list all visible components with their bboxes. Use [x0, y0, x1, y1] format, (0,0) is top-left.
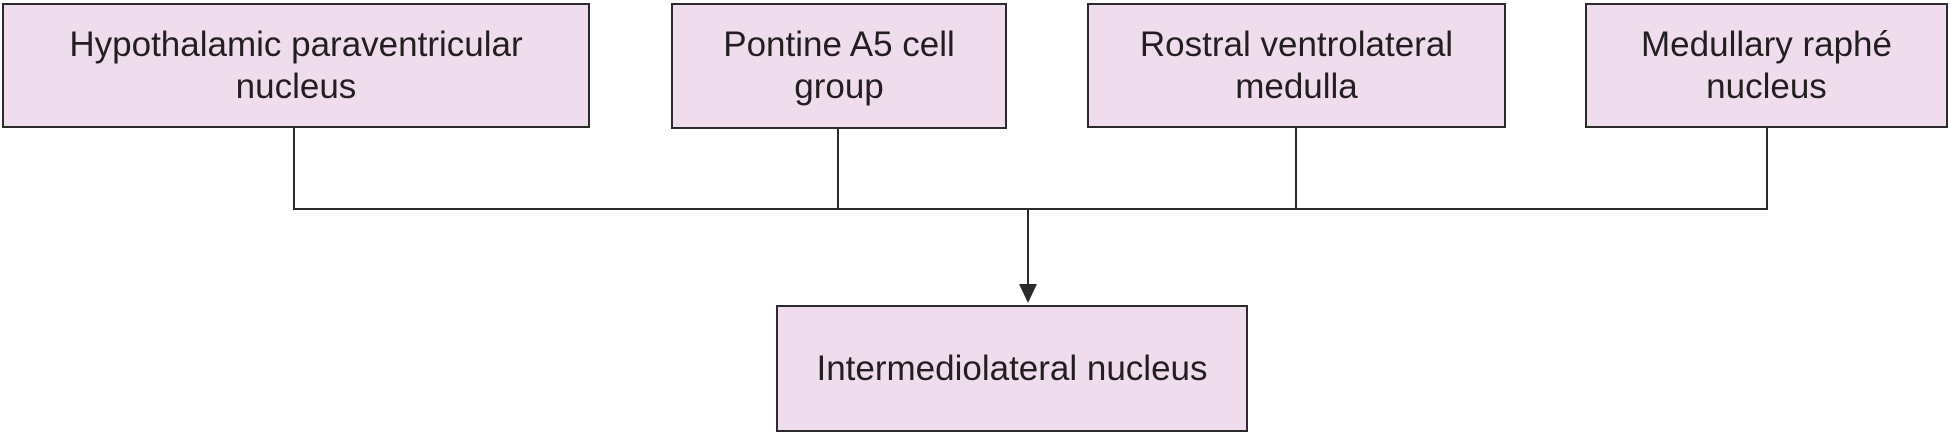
box-pontine-a5-cell-group: Pontine A5 cell group [671, 3, 1007, 129]
box-medullary-raphe-nucleus: Medullary raphé nucleus [1585, 3, 1948, 128]
arrowhead [1019, 284, 1037, 303]
box-label-hypothalamic: Hypothalamic paraventricular nucleus [69, 24, 523, 106]
box-rostral-ventrolateral-medulla: Rostral ventrolateral medulla [1087, 3, 1506, 128]
box-label-pontine: Pontine A5 cell group [723, 25, 955, 106]
box-label-medullary: Medullary raphé nucleus [1641, 24, 1892, 106]
box-intermediolateral-nucleus: Intermediolateral nucleus [776, 305, 1248, 432]
box-label-intermediolateral: Intermediolateral nucleus [816, 348, 1208, 388]
box-label-rostral: Rostral ventrolateral medulla [1139, 24, 1454, 106]
box-hypothalamic-paraventricular-nucleus: Hypothalamic paraventricular nucleus [2, 3, 590, 128]
